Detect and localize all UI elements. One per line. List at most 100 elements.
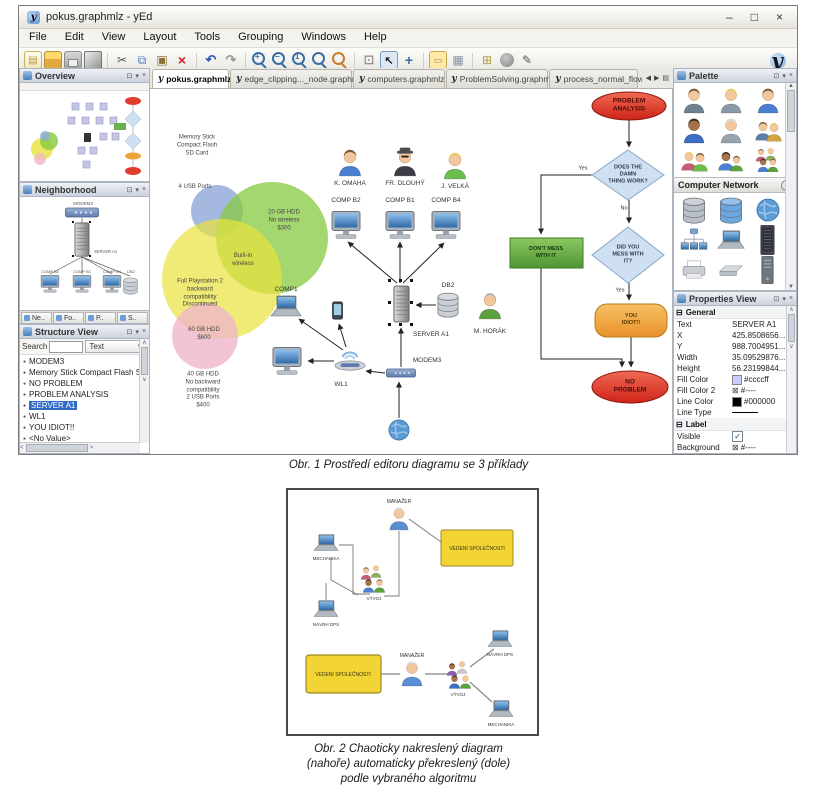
drawing-canvas[interactable]: Memory Stick Compact Flash SD Card 4 USB…	[150, 89, 673, 454]
menu-help[interactable]: Help	[363, 31, 387, 43]
title-bar[interactable]: y pokus.graphmlz - yEd – □ ×	[19, 6, 797, 29]
prop-value[interactable]: 988.7004951...	[732, 342, 786, 351]
prop-value[interactable]	[732, 412, 758, 413]
group-label[interactable]: ⊟Label	[674, 418, 796, 431]
edit-mode-pointer-icon[interactable]	[380, 51, 398, 69]
palette-scanner-icon[interactable]	[715, 255, 747, 285]
comp-b1-node[interactable]	[385, 211, 415, 239]
save-icon[interactable]	[64, 51, 82, 69]
port-tool-icon[interactable]	[429, 51, 447, 69]
float-icon[interactable]: ⊡	[773, 295, 780, 303]
internet-globe-node[interactable]	[388, 419, 410, 441]
manager-node[interactable]	[401, 661, 423, 687]
list-item[interactable]: <No Value>	[20, 433, 149, 444]
magnifier-blob-icon[interactable]	[500, 53, 514, 67]
edit-pencil-icon[interactable]	[518, 51, 536, 69]
palette-server-rack-icon[interactable]	[752, 225, 784, 255]
list-item[interactable]: PROBLEM ANALYSIS	[20, 389, 149, 400]
minimize-button[interactable]: –	[726, 10, 733, 24]
server-a1-node[interactable]	[393, 285, 410, 323]
dock-tab-focus[interactable]: Fo..	[53, 312, 84, 323]
board-node[interactable]	[305, 654, 382, 694]
palette-person-icon[interactable]	[715, 115, 747, 145]
vertical-scrollbar[interactable]: ▲▼	[785, 83, 796, 290]
pin-icon[interactable]: ▾	[135, 328, 139, 336]
menu-edit[interactable]: Edit	[64, 31, 84, 43]
zoom-tool-icon[interactable]	[311, 51, 329, 69]
pin-icon[interactable]: ▾	[135, 186, 139, 194]
person-omaha[interactable]	[338, 149, 362, 177]
wl1-node[interactable]	[333, 351, 367, 372]
network-nodes[interactable]	[270, 147, 502, 441]
palette-people-pair-icon[interactable]	[715, 145, 747, 175]
close-button[interactable]: ×	[775, 10, 783, 24]
flow-decision2-node[interactable]	[591, 226, 665, 284]
laptop-node[interactable]	[313, 600, 339, 617]
dock-tab-neighborhood[interactable]: Ne..	[21, 312, 52, 323]
selection-handles[interactable]	[388, 279, 413, 326]
pin-icon[interactable]: ▾	[135, 72, 139, 80]
move-viewport-icon[interactable]	[400, 51, 418, 69]
paste-icon[interactable]	[153, 51, 171, 69]
pin-icon[interactable]: ▾	[782, 295, 786, 303]
fit-content-icon[interactable]	[360, 51, 378, 69]
person-horak[interactable]	[478, 292, 502, 320]
db2-node[interactable]	[437, 292, 459, 318]
dock-tab-successors[interactable]: S..	[117, 312, 148, 323]
open-file-icon[interactable]	[44, 51, 62, 69]
prop-value[interactable]: ⊠#----	[732, 386, 756, 395]
cut-icon[interactable]	[113, 51, 131, 69]
person-velka[interactable]	[443, 152, 467, 180]
maximize-button[interactable]: □	[750, 10, 758, 24]
flow-dont-mess-node[interactable]	[509, 237, 584, 269]
flow-idiot-node[interactable]	[594, 303, 668, 338]
palette-tower-icon[interactable]	[752, 255, 784, 285]
copy-icon[interactable]	[133, 51, 151, 69]
grid-icon[interactable]	[449, 51, 467, 69]
list-item[interactable]: NO PROBLEM	[20, 378, 149, 389]
overview-body[interactable]	[19, 83, 150, 182]
person-dlouhy[interactable]	[393, 147, 417, 177]
flow-decision1-node[interactable]	[591, 149, 665, 201]
snap-lines-icon[interactable]	[478, 51, 496, 69]
flow-end-node[interactable]	[591, 370, 669, 404]
group-general[interactable]: ⊟General	[674, 306, 796, 319]
palette-people-pair-icon[interactable]	[678, 145, 710, 175]
close-icon[interactable]: ×	[141, 71, 146, 79]
group-node[interactable]	[360, 565, 386, 593]
palette-person-icon[interactable]	[752, 85, 784, 115]
palette-person-icon[interactable]	[715, 85, 747, 115]
list-item-selected[interactable]: SERVER A1	[20, 400, 149, 411]
manager-node[interactable]	[389, 507, 409, 531]
collapse-icon[interactable]: ⊟	[676, 307, 683, 317]
palette-database-icon[interactable]	[678, 195, 710, 225]
list-item[interactable]: WL1	[20, 411, 149, 422]
dock-tab-predecessors[interactable]: P..	[85, 312, 116, 323]
prop-value[interactable]: ✓	[732, 431, 743, 442]
menu-grouping[interactable]: Grouping	[238, 31, 284, 43]
palette-section-computer-network[interactable]: Computer Network ⌃	[674, 177, 796, 193]
properties-header[interactable]: Properties View ⊡ ▾ ×	[673, 291, 797, 306]
close-icon[interactable]: ×	[141, 185, 146, 193]
vertical-scrollbar[interactable]: ∧∨	[786, 306, 796, 453]
tab-list-icon[interactable]: ▤	[662, 74, 669, 82]
tab-scroll-right-icon[interactable]: ▶	[653, 74, 660, 82]
group-node[interactable]	[446, 661, 472, 689]
vertical-scrollbar[interactable]: ∧∨	[139, 339, 149, 443]
float-icon[interactable]: ⊡	[773, 72, 780, 80]
new-document-icon[interactable]	[24, 51, 42, 69]
comp-b4-node[interactable]	[431, 211, 461, 239]
neighborhood-header[interactable]: Neighborhood ⊡ ▾ ×	[19, 182, 150, 197]
menu-tools[interactable]: Tools	[194, 31, 221, 43]
laptop-node[interactable]	[487, 630, 513, 647]
smartphone-node[interactable]	[332, 301, 343, 320]
palette-person-icon[interactable]	[678, 115, 710, 145]
overview-header[interactable]: Overview ⊡ ▾ ×	[19, 68, 150, 83]
prop-value[interactable]: ⊠#----	[732, 443, 756, 452]
filter-dropdown[interactable]: Text∨	[85, 340, 147, 353]
prop-value[interactable]: #ccccff	[732, 374, 769, 385]
